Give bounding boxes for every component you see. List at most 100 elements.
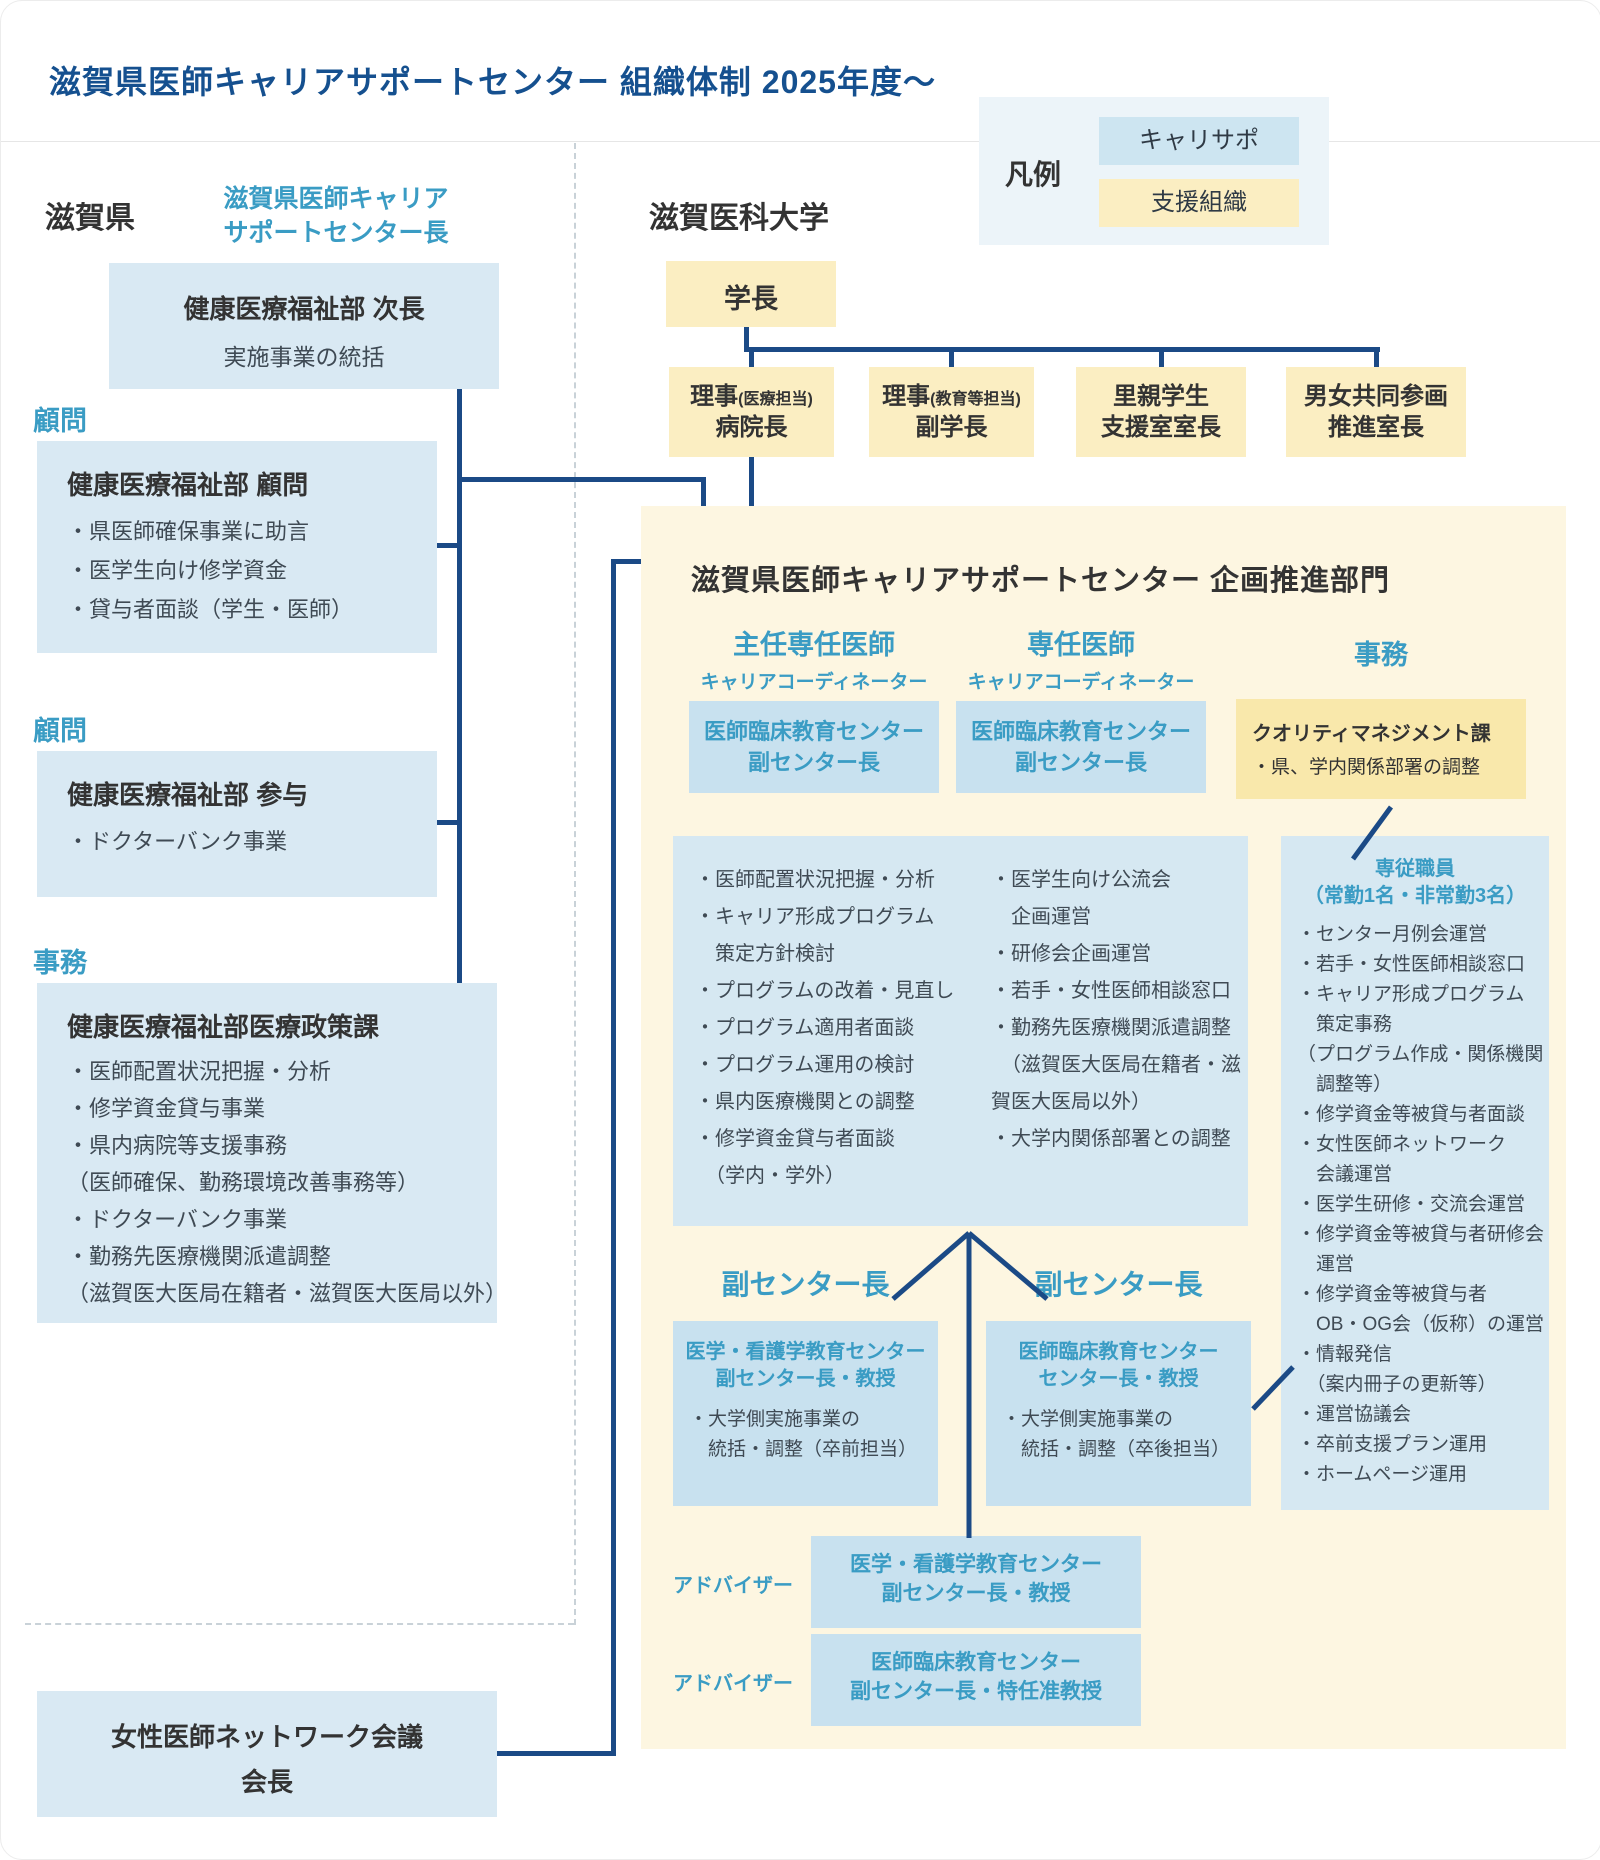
- list-line: ・キャリア形成プログラム: [695, 906, 935, 928]
- officer2-line2: 副学長: [915, 414, 988, 442]
- region-label-shiga-univ: 滋賀医科大学: [649, 202, 829, 235]
- staff-items: ・センター月例会運営・若手・女性医師相談窓口・キャリア形成プログラム 策定事務（…: [1297, 920, 1549, 1490]
- connector-stub-komon: [437, 543, 461, 548]
- connector-officer3-stub: [1159, 347, 1164, 369]
- officer1-main: 理事: [690, 383, 739, 410]
- box-deputy-director-subtitle: 実施事業の統括: [223, 344, 385, 370]
- advisor1-line2: 副センター長・教授: [881, 1582, 1071, 1606]
- box-dedicated-staff: 専従職員 （常勤1名・非常勤3名） ・センター月例会運営・若手・女性医師相談窓口…: [1281, 836, 1549, 1510]
- connector-stub-sanyo: [437, 820, 461, 825]
- connector-pref-to-center-v: [701, 477, 706, 508]
- connector-president-stub: [744, 327, 749, 349]
- box-komon-title: 健康医療福祉部 顧問: [67, 470, 309, 500]
- list-line: ・運営協議会: [1297, 1404, 1412, 1426]
- connector-officer4-stub: [1374, 347, 1379, 369]
- head-chief-physician-sub: キャリアコーディネーター: [700, 672, 928, 693]
- duties-left-list: ・医師配置状況把握・分析・キャリア形成プログラム 策定方針検討・プログラムの改着…: [695, 862, 985, 1195]
- box-medical-policy-items: ・医師配置状況把握・分析・修学資金貸与事業・県内病院等支援事務（医師確保、勤務環…: [67, 1054, 508, 1313]
- list-line: 策定事務: [1297, 1014, 1393, 1036]
- label-advisor-1: アドバイザー: [673, 1575, 793, 1597]
- box-president: 学長: [666, 261, 836, 327]
- box-quality-management: クオリティマネジメント課 ・県、学内関係部署の調整: [1236, 699, 1526, 799]
- box-deputy-director-title: 健康医療福祉部 次長: [183, 294, 425, 324]
- label-jimu-left: 事務: [33, 948, 87, 978]
- list-line: 調整等）: [1297, 1074, 1393, 1096]
- box-komon: 健康医療福祉部 顧問 ・県医師確保事業に助言・医学生向け修学資金・貸与者面談（学…: [37, 441, 437, 653]
- box-advisor-1: 医学・看護学教育センター 副センター長・教授: [811, 1536, 1141, 1628]
- list-line: （案内冊子の更新等）: [1297, 1374, 1497, 1396]
- officer1-line2: 病院長: [715, 414, 788, 442]
- list-line: ・修学資金等被貸与者: [1297, 1284, 1488, 1306]
- list-line: ・ドクターバンク事業: [67, 829, 288, 854]
- career-support-center-head-line2: サポートセンター長: [223, 218, 449, 247]
- staff-title-line2: （常勤1名・非常勤3名）: [1303, 885, 1527, 907]
- list-line: 統括・調整（卒前担当）: [689, 1439, 918, 1461]
- box-medical-policy: 健康医療福祉部医療政策課 ・医師配置状況把握・分析・修学資金貸与事業・県内病院等…: [37, 983, 508, 1323]
- list-line: ・研修会企画運営: [991, 943, 1151, 965]
- list-line: ・県内医療機関との調整: [695, 1091, 915, 1113]
- career-support-center-head-line1: 滋賀県医師キャリア: [223, 185, 449, 213]
- career-support-center-head: 滋賀県医師キャリア サポートセンター長: [186, 183, 486, 251]
- vice-right-items: ・大学側実施事業の 統括・調整（卒後担当）: [1002, 1405, 1251, 1466]
- list-line: ・ホームページ運用: [1297, 1464, 1468, 1486]
- label-vice-director-right: 副センター長: [1034, 1269, 1203, 1300]
- list-line: ・勤務先医療機関派遣調整: [991, 1017, 1231, 1039]
- region-divider-vertical: [574, 143, 576, 1625]
- box-women-network: 女性医師ネットワーク会議 会長: [37, 1691, 497, 1817]
- list-line: ・大学側実施事業の: [1002, 1409, 1174, 1430]
- box-physician-role: 医師臨床教育センター 副センター長: [956, 701, 1206, 793]
- head-physician-sub: キャリアコーディネーター: [967, 672, 1195, 693]
- label-vice-director-left: 副センター長: [721, 1269, 890, 1300]
- vice-left-items: ・大学側実施事業の 統括・調整（卒前担当）: [689, 1405, 938, 1466]
- officer3-main: 里親学生: [1113, 383, 1209, 410]
- officer4-main: 男女共同参画: [1304, 383, 1448, 410]
- connector-network-v: [611, 559, 616, 1756]
- box-vice-director-right: 医師臨床教育センター センター長・教授 ・大学側実施事業の 統括・調整（卒後担当…: [986, 1321, 1251, 1506]
- officer2-main: 理事: [882, 383, 931, 410]
- region-label-shiga-pref: 滋賀県: [45, 202, 135, 235]
- list-line: ・県内病院等支援事務: [67, 1132, 288, 1158]
- list-line: 会議運営: [1297, 1164, 1393, 1186]
- list-line: ・医学生向け修学資金: [67, 558, 288, 584]
- planning-division-title: 滋賀県医師キャリアサポートセンター 企画推進部門: [691, 565, 1391, 597]
- box-women-network-line2: 会長: [240, 1767, 293, 1797]
- officer3-line2: 支援室室長: [1101, 414, 1221, 442]
- advisor2-line2: 副センター長・特任准教授: [850, 1680, 1102, 1704]
- box-officer-vice-president: 理事(教育等担当) 副学長: [869, 367, 1034, 457]
- duties-right-list: ・医学生向け公流会 企画運営・研修会企画運営・若手・女性医師相談窓口・勤務先医療…: [991, 862, 1241, 1158]
- list-line: （医師確保、勤務環境改善事務等）: [67, 1169, 420, 1195]
- list-line: ・大学側実施事業の: [689, 1409, 861, 1430]
- list-line: ・プログラム運用の検討: [695, 1054, 915, 1076]
- list-line: ・修学資金等被貸与者研修会: [1297, 1224, 1545, 1246]
- list-line: ・若手・女性医師相談窓口: [991, 980, 1231, 1002]
- box-vice-director-left: 医学・看護学教育センター 副センター長・教授 ・大学側実施事業の 統括・調整（卒…: [673, 1321, 938, 1506]
- list-line: ・女性医師ネットワーク: [1297, 1134, 1507, 1156]
- list-line: ・勤務先医療機関派遣調整: [67, 1243, 332, 1269]
- list-line: ・プログラム適用者面談: [695, 1017, 915, 1039]
- box-sanyo: 健康医療福祉部 参与 ・ドクターバンク事業: [37, 751, 437, 897]
- list-line: 運営: [1297, 1254, 1355, 1276]
- box-sanyo-items: ・ドクターバンク事業: [67, 822, 407, 861]
- list-line: ・医師配置状況把握・分析: [695, 869, 935, 891]
- list-line: 賀医大医局以外）: [991, 1091, 1151, 1113]
- list-line: （滋賀医大医局在籍者・滋賀医大医局以外）: [67, 1280, 508, 1306]
- list-line: ・卒前支援プラン運用: [1297, 1434, 1488, 1456]
- advisor1-line1: 医学・看護学教育センター: [850, 1553, 1102, 1576]
- list-line: ・センター月例会運営: [1297, 924, 1488, 945]
- page-title: 滋賀県医師キャリアサポートセンター 組織体制 2025年度〜: [49, 64, 936, 100]
- list-line: OB・OG会（仮称）の運営: [1297, 1314, 1545, 1336]
- connector-hospital-drop: [749, 453, 754, 508]
- box-duties: ・医師配置状況把握・分析・キャリア形成プログラム 策定方針検討・プログラムの改着…: [673, 836, 1248, 1226]
- legend-swatch-support: 支援組織: [1099, 179, 1299, 227]
- list-line: ・修学資金貸与者面談: [695, 1128, 895, 1150]
- connector-network-h1: [497, 1751, 615, 1756]
- chief-role-line1: 医師臨床教育センター: [703, 719, 924, 744]
- box-chief-physician-role: 医師臨床教育センター 副センター長: [689, 701, 939, 793]
- list-line: ・情報発信: [1297, 1344, 1393, 1366]
- list-line: ・ドクターバンク事業: [67, 1206, 288, 1232]
- box-officer-hospital-director: 理事(医療担当) 病院長: [669, 367, 834, 457]
- connector-officer2-stub: [949, 347, 954, 369]
- staff-title-line1: 専従職員: [1375, 858, 1455, 880]
- legend-label: 凡例: [1005, 159, 1062, 190]
